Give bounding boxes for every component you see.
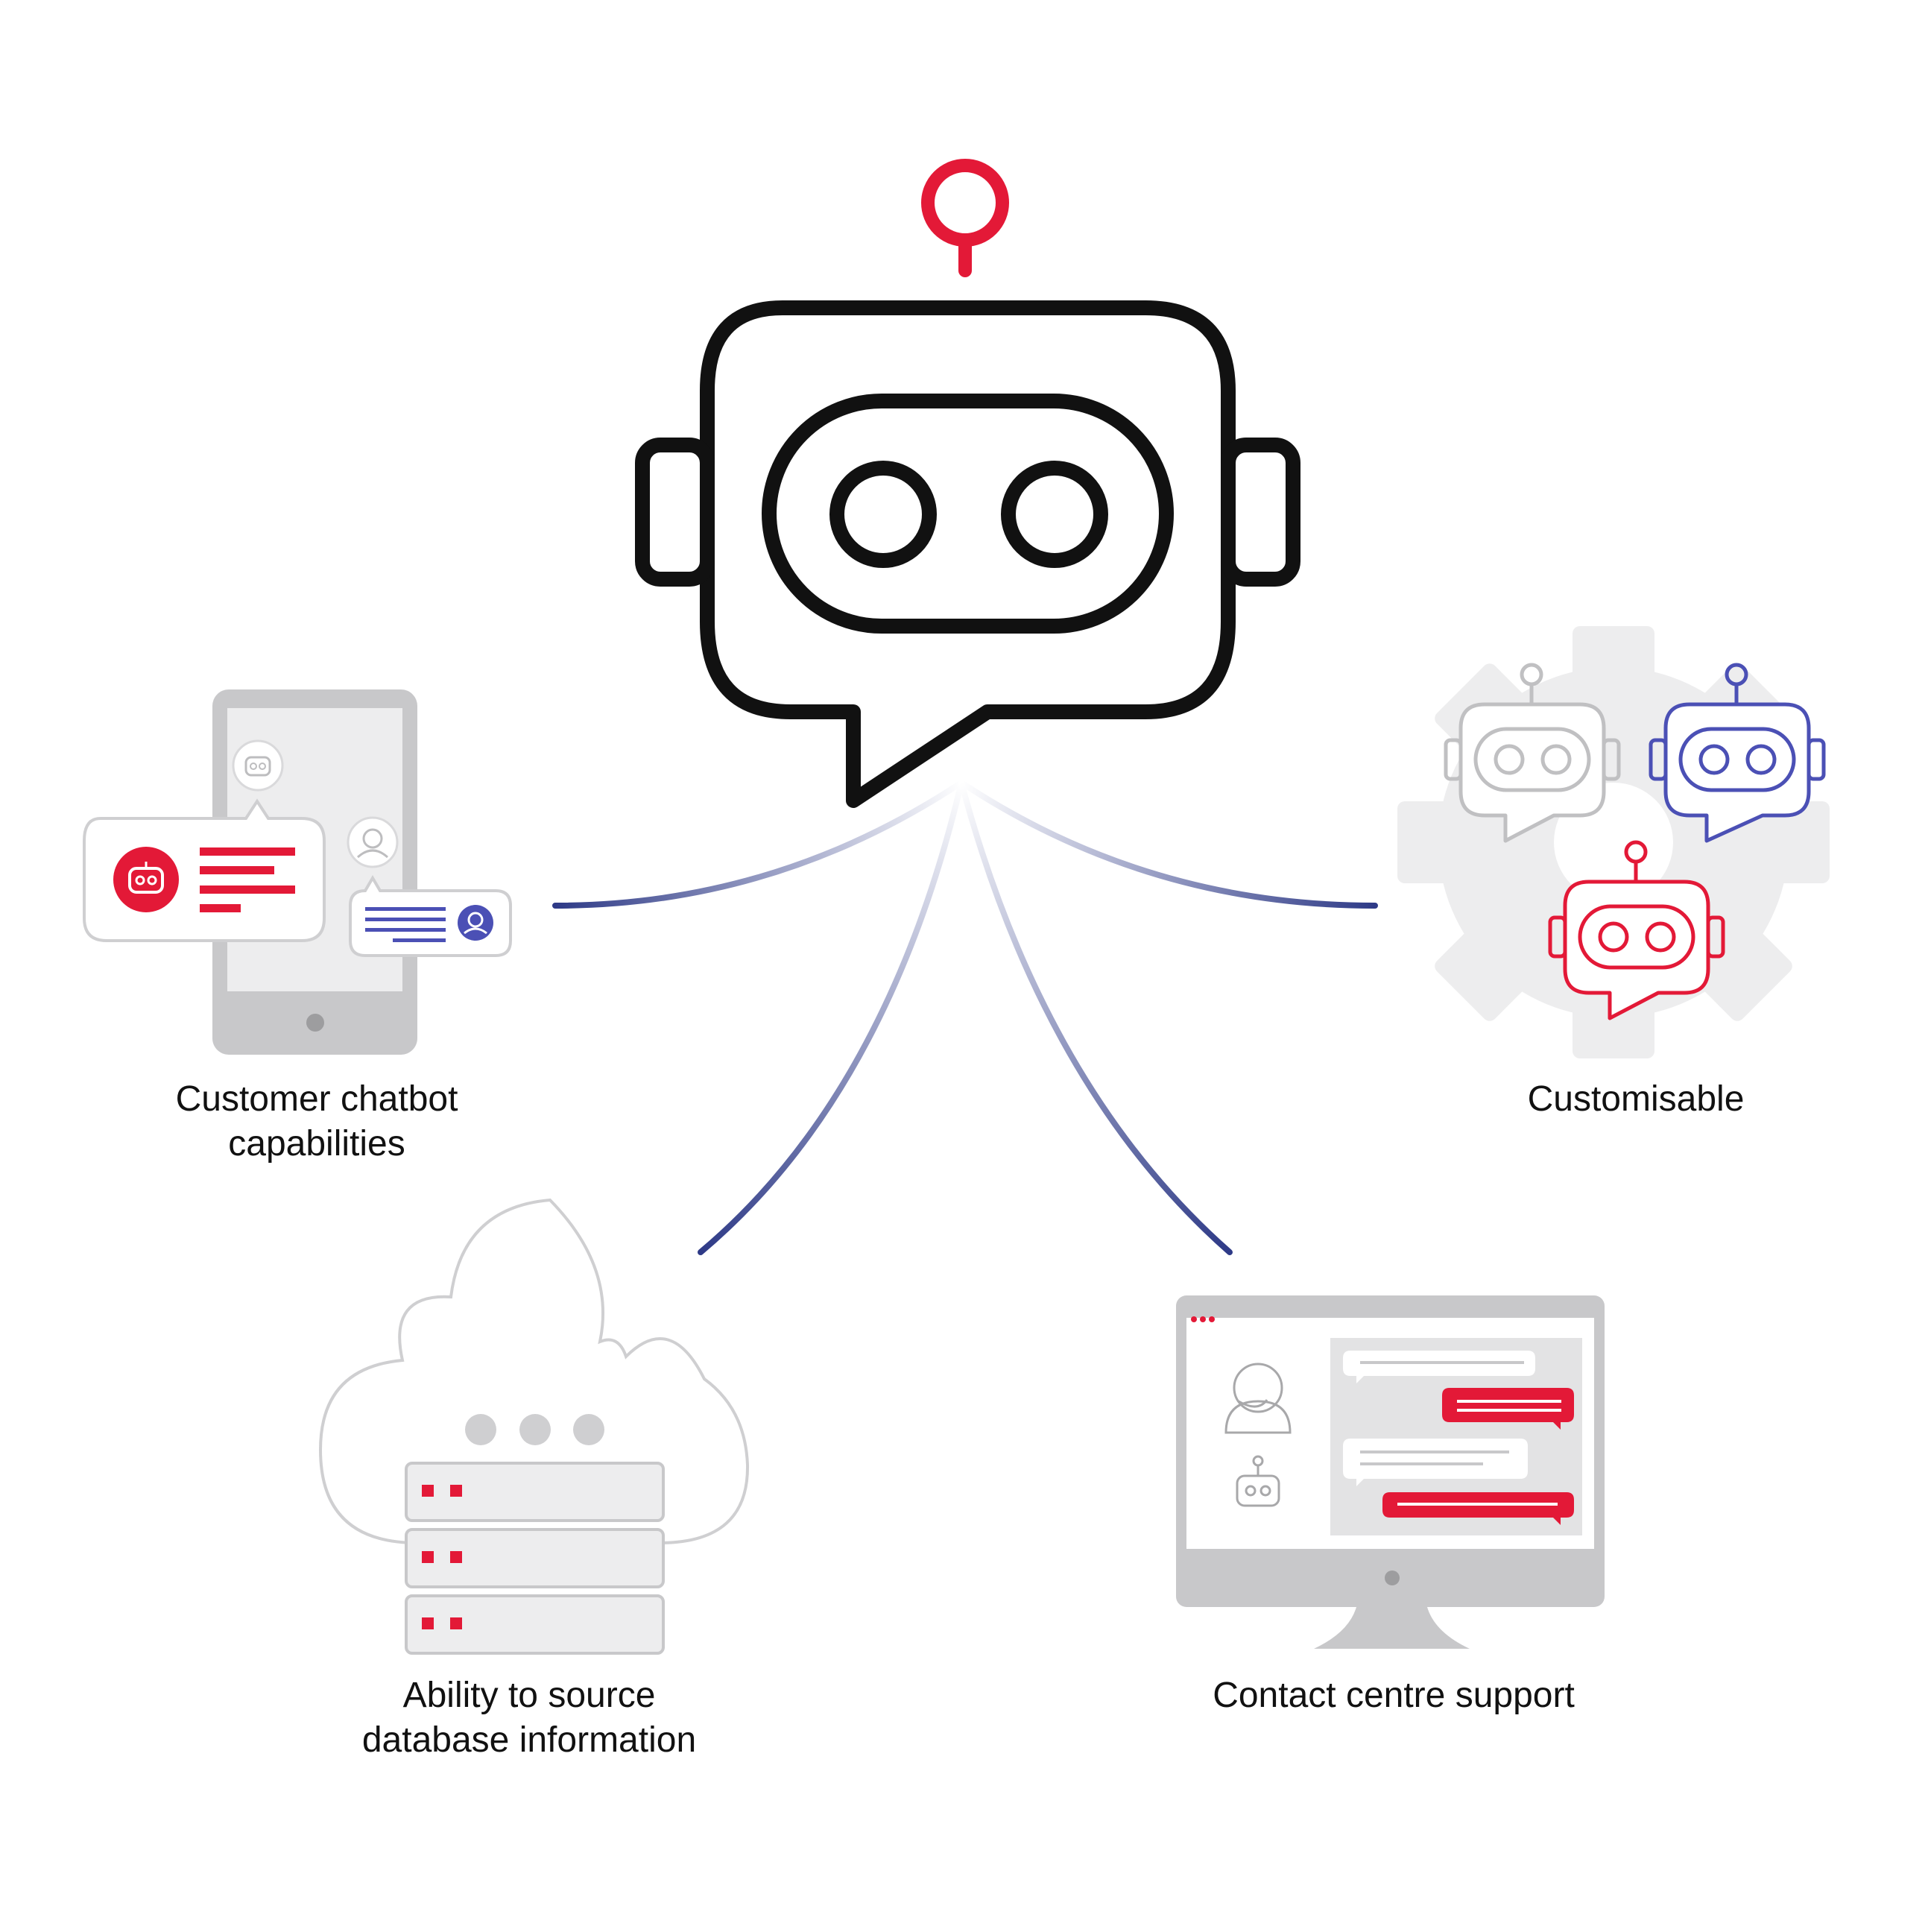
smartphone-chat-icon [83,689,512,1055]
label-database-line1: Ability to source [402,1676,656,1715]
label-customer-chatbot-line1: Customer chatbot [175,1079,458,1119]
label-customer-chatbot: Customer chatbot capabilities [93,1077,540,1167]
label-customisable-line1: Customisable [1527,1079,1745,1119]
connector-line-customisable [958,780,1378,909]
connector-line-database [698,780,964,1255]
label-contact-centre-line1: Contact centre support [1213,1676,1575,1715]
cloud-database-icon [318,1198,750,1655]
label-customer-chatbot-line2: capabilities [228,1124,405,1164]
label-database-line2: database information [361,1720,697,1760]
connector-line-customer-chatbot [552,780,964,909]
robot-chat-icon [635,159,1300,808]
connector-line-contact-centre [958,780,1233,1255]
label-contact-centre: Contact centre support [1151,1673,1636,1718]
label-customisable: Customisable [1412,1077,1859,1122]
monitor-chat-icon [1176,1295,1605,1649]
label-database: Ability to source database information [306,1673,753,1763]
gear-robots-icon [1397,626,1830,1058]
